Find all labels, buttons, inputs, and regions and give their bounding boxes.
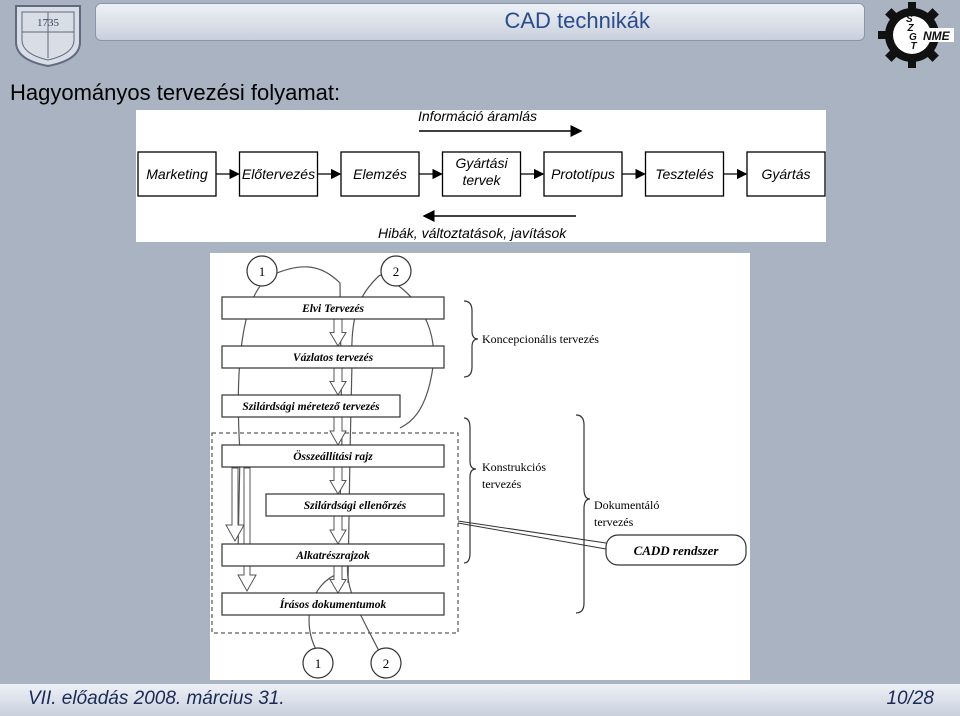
header-bar	[95, 3, 865, 41]
information-flow-diagram: Információ áramlás Marketing Előtervezés E…	[136, 108, 826, 242]
flow-step-label: Gyártási	[455, 155, 508, 171]
cadd-system-box	[605, 534, 747, 566]
feedback-arrow	[237, 467, 257, 593]
svg-text:2: 2	[393, 264, 400, 279]
process-stage-label: Elvi Tervezés	[301, 303, 364, 315]
bottom-marker: 2	[370, 647, 402, 679]
flow-step-label: Tesztelés	[655, 166, 714, 182]
process-stage: Alkatrészrajzok	[221, 543, 445, 567]
svg-text:1: 1	[315, 656, 322, 671]
stage-arrow	[329, 318, 347, 347]
process-stage-label: Szilárdsági méretező tervezés	[242, 401, 380, 413]
flow-step-label: tervek	[462, 172, 501, 188]
flow-step-label: Prototípus	[551, 166, 615, 182]
flow-step: Marketing	[137, 151, 217, 197]
page-number: 10/28	[886, 688, 934, 709]
flow-bottom-label: Hibák, változtatások, javítások	[378, 225, 567, 241]
flow-step-label: Marketing	[146, 166, 208, 182]
page-title: CAD technikák	[504, 8, 650, 33]
feedback-arrow	[225, 467, 245, 543]
top-marker: 1	[246, 255, 278, 287]
flow-step: Elemzés	[340, 151, 420, 197]
flow-step: Tesztelés	[644, 151, 725, 197]
footer-bar	[0, 684, 960, 716]
stage-arrow	[329, 367, 347, 396]
svg-text:1: 1	[259, 264, 266, 279]
process-stage: Szilárdsági ellenőrzés	[265, 493, 445, 517]
university-crest-icon: 1735	[15, 5, 81, 68]
stage-arrow	[329, 515, 347, 546]
process-stage-label: Szilárdsági ellenőrzés	[304, 500, 407, 512]
svg-text:NME: NME	[923, 29, 951, 43]
brace-construct-label-line2: tervezés	[482, 477, 522, 491]
process-stage: Összeállítási rajz	[221, 444, 445, 468]
flow-step-label: Elemzés	[353, 166, 407, 182]
process-stage: Elvi Tervezés	[221, 296, 445, 320]
bottom-marker: 1	[302, 647, 334, 679]
svg-text:1735: 1735	[37, 17, 60, 29]
top-marker: 2	[380, 255, 412, 287]
stage-arrow	[329, 565, 347, 594]
brace-document-label-line1: Dokumentáló	[594, 498, 659, 512]
process-stage-label: Összeállítási rajz	[293, 449, 373, 463]
flow-step-label: Előtervezés	[242, 166, 315, 182]
process-stage-label: Vázlatos tervezés	[293, 352, 374, 364]
flow-step: Előtervezés	[238, 151, 319, 197]
stage-arrow	[329, 466, 347, 495]
process-stage: Írásos dokumentumok	[221, 592, 445, 616]
flow-top-label: Információ áramlás	[418, 110, 537, 124]
process-stage: Szilárdsági méretező tervezés	[221, 394, 401, 418]
slide-heading: Hagyományos tervezési folyamat:	[10, 80, 341, 105]
process-stage-label: Alkatrészrajzok	[295, 550, 370, 562]
cadd-system-label: CADD rendszer	[634, 543, 720, 558]
stage-arrow	[329, 416, 347, 447]
process-stage: Vázlatos tervezés	[221, 345, 445, 369]
flow-step-label: Gyártás	[761, 166, 810, 182]
flow-step: Prototípus	[543, 151, 623, 197]
brace-concept-label: Koncepcionális tervezés	[482, 332, 599, 346]
brace-construct-label-line1: Konstrukciós	[482, 460, 546, 474]
svg-text:2: 2	[383, 656, 390, 671]
process-stage-label: Írásos dokumentumok	[279, 597, 387, 611]
flow-step: Gyártás	[746, 151, 826, 197]
brace-document-label-line2: tervezés	[594, 515, 634, 529]
footer-date: VII. előadás 2008. március 31.	[28, 688, 285, 709]
